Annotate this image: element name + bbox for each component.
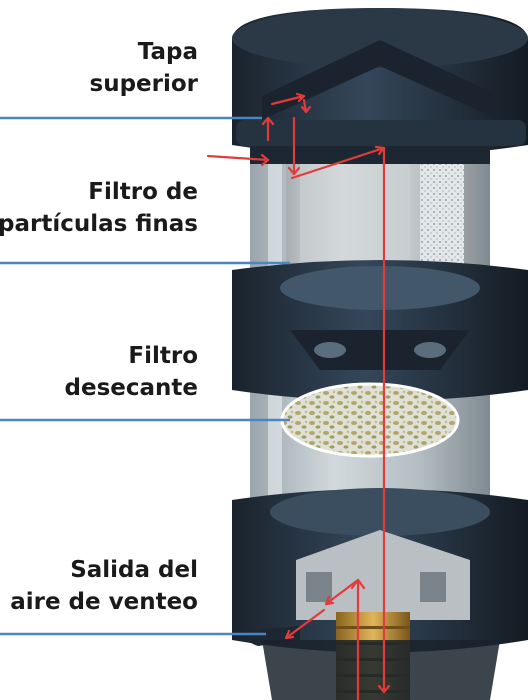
label-particulas-line-1: Filtro de — [88, 179, 198, 205]
middle-housing-opening — [280, 266, 480, 310]
label-particulas-line-2: partículas finas — [0, 211, 198, 237]
top-cap-cutaway — [262, 40, 500, 120]
label-salida-line-1: Salida del — [70, 557, 198, 583]
label-tapa-superior: Tapa superior — [90, 36, 199, 100]
desiccant-filter — [280, 382, 460, 458]
bottom-housing-opening — [270, 488, 490, 536]
bottom-vent-slot-1 — [306, 572, 332, 602]
label-tapa-line-2: superior — [89, 71, 199, 97]
label-filtro-particulas: Filtro de partículas finas — [0, 176, 198, 240]
middle-housing-port-right — [414, 342, 446, 358]
label-salida-line-2: aire de venteo — [10, 589, 198, 615]
middle-housing-port-left — [314, 342, 346, 358]
top-cap-lid — [232, 8, 528, 68]
brass-thread-1 — [336, 626, 410, 629]
flow-arrow-icon — [206, 92, 391, 700]
label-salida-aire: Salida del aire de venteo — [10, 554, 198, 618]
middle-housing-spokes — [290, 330, 470, 370]
bottom-vent-slot-2 — [420, 572, 446, 602]
bottom-base — [262, 640, 500, 700]
label-desecante-line-2: desecante — [64, 375, 198, 401]
label-desecante-line-1: Filtro — [128, 343, 198, 369]
label-filtro-desecante: Filtro desecante — [65, 340, 198, 404]
top-cap-rim — [236, 120, 526, 146]
label-tapa-line-1: Tapa — [137, 39, 198, 65]
top-collar — [250, 146, 490, 164]
